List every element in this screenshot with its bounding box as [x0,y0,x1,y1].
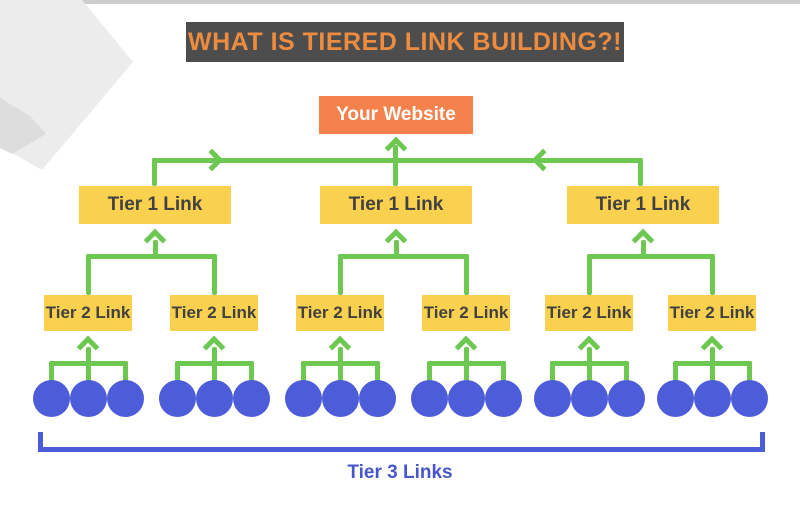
connector-line [85,347,91,364]
connector-line [48,361,54,382]
connector-line [586,347,592,364]
connector-line [549,361,555,382]
connector-line [623,361,629,382]
connector-line [174,361,180,382]
connector-line [463,347,469,364]
connector-line [586,361,592,382]
tier3-circle [69,380,107,417]
bracket-left-end [38,432,43,452]
tier3-circle [284,380,322,417]
tier2-node: Tier 2 Link [545,295,633,331]
connector-line [672,361,678,382]
connector-line [709,361,715,382]
connector-line [211,361,217,382]
connector-line [152,158,643,163]
connector-line [337,254,469,259]
tier1-node: Tier 1 Link [567,186,719,224]
connector-line [709,254,715,295]
connector-line [393,240,399,258]
tier3-label: Tier 3 Links [347,462,453,483]
tier3-circle [607,380,645,417]
connector-line [586,254,715,259]
tier3-circle [195,380,233,417]
top-edge-strip [0,0,800,4]
tier3-circle [32,380,70,417]
connector-line [337,361,343,382]
tier3-circle [570,380,608,417]
tier3-circle [232,380,270,417]
connector-line [152,158,157,186]
connector-line [85,254,217,259]
connector-line [746,361,752,382]
connector-line [85,361,91,382]
arrow-right-icon [200,148,224,172]
connector-line [85,254,91,295]
connector-line [337,347,343,364]
connector-line [586,254,592,295]
tier3-circle [358,380,396,417]
tier3-circle [656,380,694,417]
connector-line [463,254,469,295]
connector-line [337,254,343,295]
tier2-node: Tier 2 Link [296,295,384,331]
corner-decoration [0,0,133,170]
title-banner: WHAT IS TIERED LINK BUILDING?! [186,22,624,62]
connector-line [640,240,646,258]
connector-line [211,254,217,295]
arrow-up-icon [384,136,408,160]
your-website-node: Your Website [319,96,473,134]
connector-line [211,347,217,364]
connector-line [463,361,469,382]
tier2-node: Tier 2 Link [44,295,132,331]
tier3-circle [106,380,144,417]
connector-line [374,361,380,382]
tier3-circle [321,380,359,417]
connector-line [152,240,158,258]
connector-line [300,361,306,382]
connector-line [248,361,254,382]
tier3-circle [484,380,522,417]
connector-line [122,361,128,382]
tier3-circle [730,380,768,417]
tier3-circle [158,380,196,417]
tier2-node: Tier 2 Link [170,295,258,331]
connector-line [638,158,643,186]
bracket-right-end [760,432,765,452]
tier2-node: Tier 2 Link [668,295,756,331]
tier1-node: Tier 1 Link [79,186,231,224]
bracket-line [38,447,765,452]
tier3-circle [410,380,448,417]
connector-line [709,347,715,364]
tier3-circle [447,380,485,417]
connector-line [500,361,506,382]
tier2-node: Tier 2 Link [422,295,510,331]
arrow-left-icon [531,148,555,172]
connector-line [426,361,432,382]
tier3-circle [533,380,571,417]
connector-line [393,145,398,186]
tier3-circle [693,380,731,417]
tier1-node: Tier 1 Link [320,186,472,224]
